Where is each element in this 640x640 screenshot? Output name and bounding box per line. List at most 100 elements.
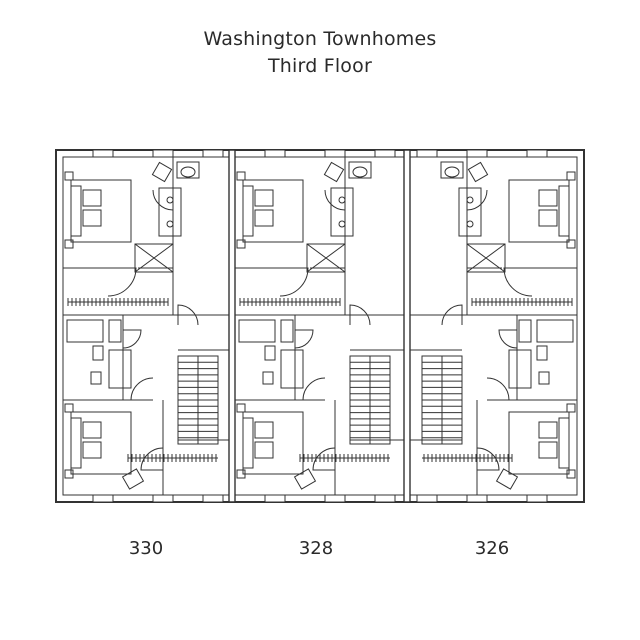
plan-subtitle: Third Floor xyxy=(268,55,372,77)
door-swing xyxy=(131,378,153,400)
pillow xyxy=(83,422,101,438)
vanity xyxy=(509,350,531,388)
vanity xyxy=(331,188,353,236)
window xyxy=(153,150,173,157)
pillow xyxy=(539,422,557,438)
chair xyxy=(324,162,343,181)
bed-headboard xyxy=(71,418,81,468)
sink xyxy=(167,221,173,227)
pillow xyxy=(539,190,557,206)
chair xyxy=(468,162,487,181)
window xyxy=(467,495,487,502)
pillow xyxy=(83,190,101,206)
nightstand xyxy=(65,404,73,412)
pillow xyxy=(255,190,273,206)
nightstand xyxy=(237,470,245,478)
nightstand xyxy=(567,470,575,478)
bed-headboard xyxy=(243,186,253,236)
toilet xyxy=(263,372,273,384)
unit-label-326: 326 xyxy=(474,538,510,559)
door-swing xyxy=(178,305,198,325)
door-swing xyxy=(325,190,345,210)
window xyxy=(527,150,547,157)
door-swing xyxy=(303,378,325,400)
shower xyxy=(135,244,173,272)
vanity xyxy=(459,188,481,236)
unit-330 xyxy=(63,150,229,502)
toilet-tank xyxy=(441,162,463,178)
nightstand xyxy=(567,240,575,248)
shower xyxy=(467,244,505,272)
unit-label-330: 330 xyxy=(128,538,164,559)
nightstand xyxy=(65,240,73,248)
party-wall-left xyxy=(229,150,235,502)
shower-x xyxy=(307,244,345,272)
tub xyxy=(537,320,573,342)
toilet xyxy=(93,346,103,360)
exterior-wall-outer xyxy=(56,150,584,502)
toilet-tank xyxy=(177,162,199,178)
bed-headboard xyxy=(243,418,253,468)
nightstand xyxy=(237,240,245,248)
door-swing xyxy=(153,190,173,210)
window xyxy=(467,150,487,157)
unit-label-328: 328 xyxy=(298,538,334,559)
door-swing xyxy=(504,268,532,296)
door-swing xyxy=(313,448,335,470)
nightstand xyxy=(65,470,73,478)
window xyxy=(203,150,223,157)
window xyxy=(93,150,113,157)
toilet xyxy=(537,346,547,360)
door-swing xyxy=(487,378,509,400)
window xyxy=(417,150,437,157)
window xyxy=(527,495,547,502)
window xyxy=(265,150,285,157)
toilet xyxy=(181,167,195,177)
nightstand xyxy=(567,172,575,180)
window xyxy=(417,495,437,502)
toilet xyxy=(445,167,459,177)
toilet xyxy=(265,346,275,360)
door-swing xyxy=(295,330,313,348)
door-swing xyxy=(442,305,462,325)
chair xyxy=(295,469,316,489)
nightstand xyxy=(65,172,73,180)
pillow xyxy=(83,210,101,226)
chair xyxy=(152,162,171,181)
window xyxy=(265,495,285,502)
vanity xyxy=(281,350,303,388)
window xyxy=(375,150,395,157)
sink-small xyxy=(519,320,531,342)
party-wall-right xyxy=(404,150,410,502)
unit-328 xyxy=(235,150,404,502)
window xyxy=(153,495,173,502)
sink xyxy=(339,197,345,203)
window xyxy=(325,150,345,157)
sink xyxy=(467,221,473,227)
window xyxy=(93,495,113,502)
pillow xyxy=(255,422,273,438)
pillow xyxy=(83,442,101,458)
door-swing xyxy=(499,330,517,348)
sink-small xyxy=(109,320,121,342)
nightstand xyxy=(567,404,575,412)
shower-x xyxy=(135,244,173,272)
plan-title: Washington Townhomes xyxy=(203,28,437,50)
chair xyxy=(123,469,144,489)
window xyxy=(325,495,345,502)
pillow xyxy=(539,210,557,226)
bed-headboard xyxy=(559,418,569,468)
sink xyxy=(467,197,473,203)
sink xyxy=(339,221,345,227)
vanity xyxy=(109,350,131,388)
door-swing xyxy=(467,190,487,210)
pillow xyxy=(255,442,273,458)
shower xyxy=(307,244,345,272)
sink-small xyxy=(281,320,293,342)
pillow xyxy=(539,442,557,458)
unit-326 xyxy=(410,150,577,502)
window xyxy=(203,495,223,502)
toilet-tank xyxy=(349,162,371,178)
shower-x xyxy=(467,244,505,272)
vanity xyxy=(159,188,181,236)
